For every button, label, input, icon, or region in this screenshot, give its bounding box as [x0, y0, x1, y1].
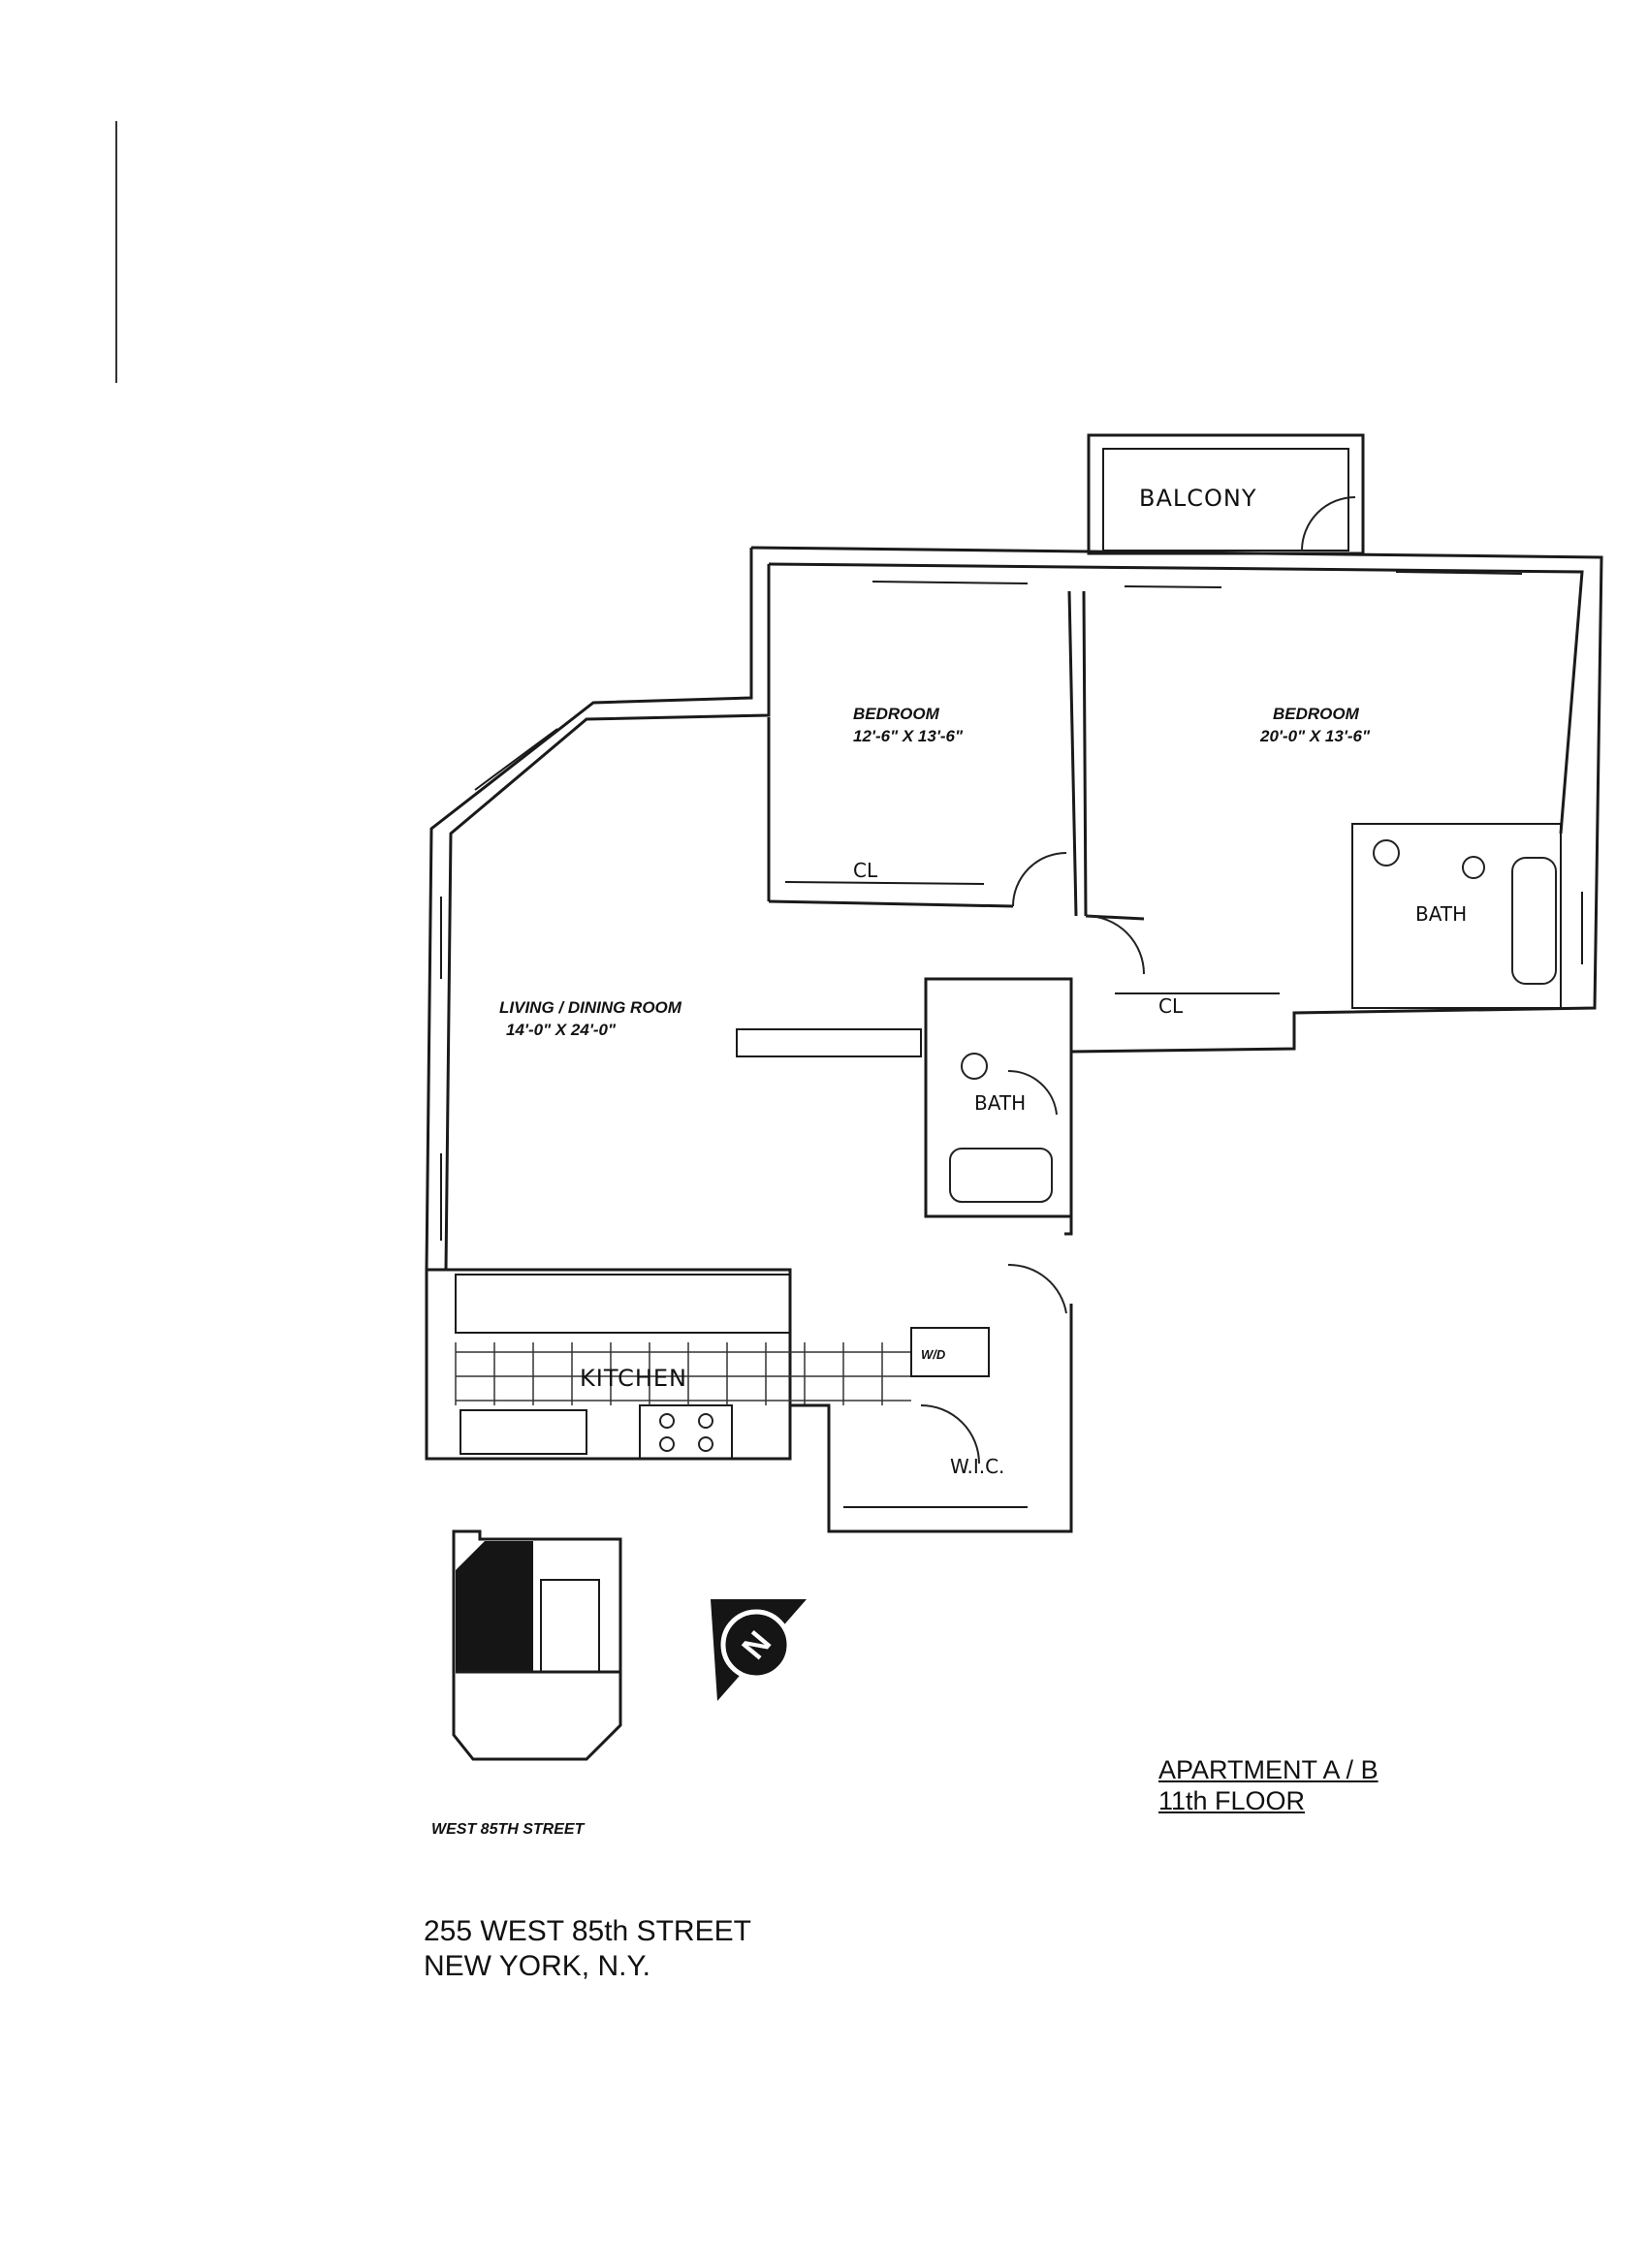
- master-bath-sink: [1373, 839, 1400, 866]
- master-bath-tub: [1511, 857, 1557, 985]
- walk-in-closet: [790, 1304, 1073, 1533]
- living-window-3: [474, 728, 558, 791]
- bedroom1-door-swing: [1012, 852, 1067, 907]
- bedroom1-window: [872, 581, 1029, 584]
- street-label: WEST 85TH STREET: [431, 1821, 586, 1838]
- hall-bath-door-swing: [1007, 1069, 1058, 1116]
- hall-bath-toilet: [961, 1053, 988, 1080]
- bedroom2-door-swing: [1085, 915, 1145, 975]
- size-living-dining: 14'-0" X 24'-0": [506, 1021, 617, 1039]
- label-closet-bedroom-2: CL: [1158, 994, 1184, 1018]
- master-bath: [1351, 823, 1562, 1009]
- hall-bath-tub: [949, 1148, 1053, 1203]
- apartment-line-1: APARTMENT A / B: [1158, 1755, 1379, 1784]
- size-bedroom-2: 20'-0" X 13'-6": [1259, 727, 1371, 745]
- kitchen-door-swing: [1007, 1263, 1067, 1314]
- label-bedroom-1: BEDROOM: [853, 705, 940, 723]
- master-bath-toilet: [1462, 856, 1485, 879]
- living-half-wall: [736, 1028, 922, 1057]
- kitchen-stove: [639, 1404, 733, 1460]
- kitchen-sink: [460, 1409, 587, 1455]
- bedroom2-window-1: [1124, 585, 1222, 588]
- label-bedroom-2: BEDROOM: [1273, 705, 1360, 723]
- balcony-door-swing: [1301, 496, 1356, 551]
- label-balcony: BALCONY: [1139, 485, 1257, 512]
- building-address: 255 WEST 85th STREET NEW YORK, N.Y.: [424, 1914, 751, 1984]
- apartment-line-2: 11th FLOOR: [1158, 1786, 1306, 1816]
- label-bath-hall: BATH: [974, 1091, 1026, 1115]
- label-kitchen: KITCHEN: [580, 1365, 687, 1392]
- kitchen-tile-grid: [455, 1342, 911, 1405]
- label-closet-bedroom-1: CL: [853, 859, 878, 882]
- washer-dryer: [910, 1327, 990, 1377]
- label-washer-dryer: W/D: [921, 1347, 946, 1362]
- wic-door-swing: [920, 1404, 980, 1465]
- bedroom1-closet: [784, 881, 985, 885]
- kitchen-upper-counter: [455, 1274, 791, 1334]
- label-bath-master: BATH: [1415, 902, 1467, 926]
- bedroom-2-walls: [1085, 823, 1562, 1009]
- address-line-1: 255 WEST 85th STREET: [424, 1915, 751, 1947]
- address-line-2: NEW YORK, N.Y.: [424, 1950, 650, 1982]
- label-wic: W.I.C.: [950, 1455, 1004, 1478]
- label-living-dining: LIVING / DINING ROOM: [499, 998, 682, 1017]
- bedroom2-window-2: [1395, 571, 1523, 575]
- hall-bath: [736, 977, 1073, 1218]
- bedroom-1-walls: [767, 590, 1088, 917]
- key-plan: [452, 1529, 622, 1761]
- kitchen: [425, 1263, 1067, 1461]
- north-arrow-icon: [711, 1599, 807, 1701]
- size-bedroom-1: 12'-6" X 13'-6": [853, 727, 964, 745]
- apartment-title: APARTMENT A / B 11th FLOOR: [1158, 1754, 1379, 1817]
